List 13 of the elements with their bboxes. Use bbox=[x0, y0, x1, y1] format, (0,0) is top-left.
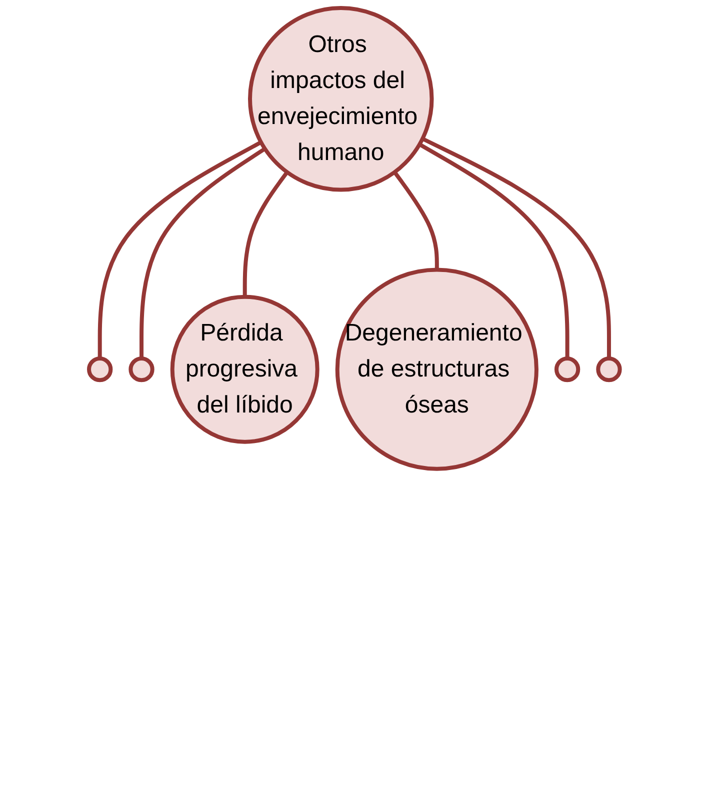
connector bbox=[98, 140, 262, 358]
node-circle: Pérdida progresiva del líbido bbox=[170, 294, 320, 444]
connector bbox=[242, 170, 289, 297]
connector bbox=[393, 170, 439, 270]
node-circle bbox=[554, 356, 580, 382]
node-circle: Degeneramiento de estructuras óseas bbox=[335, 268, 539, 471]
node-circle bbox=[128, 356, 154, 382]
connector bbox=[422, 136, 612, 358]
connector bbox=[140, 147, 266, 358]
node-circle bbox=[87, 356, 113, 382]
node-circle bbox=[596, 356, 622, 382]
connector bbox=[418, 142, 570, 358]
node-circle: Otros impactos del envejecimiento humano bbox=[248, 6, 434, 192]
